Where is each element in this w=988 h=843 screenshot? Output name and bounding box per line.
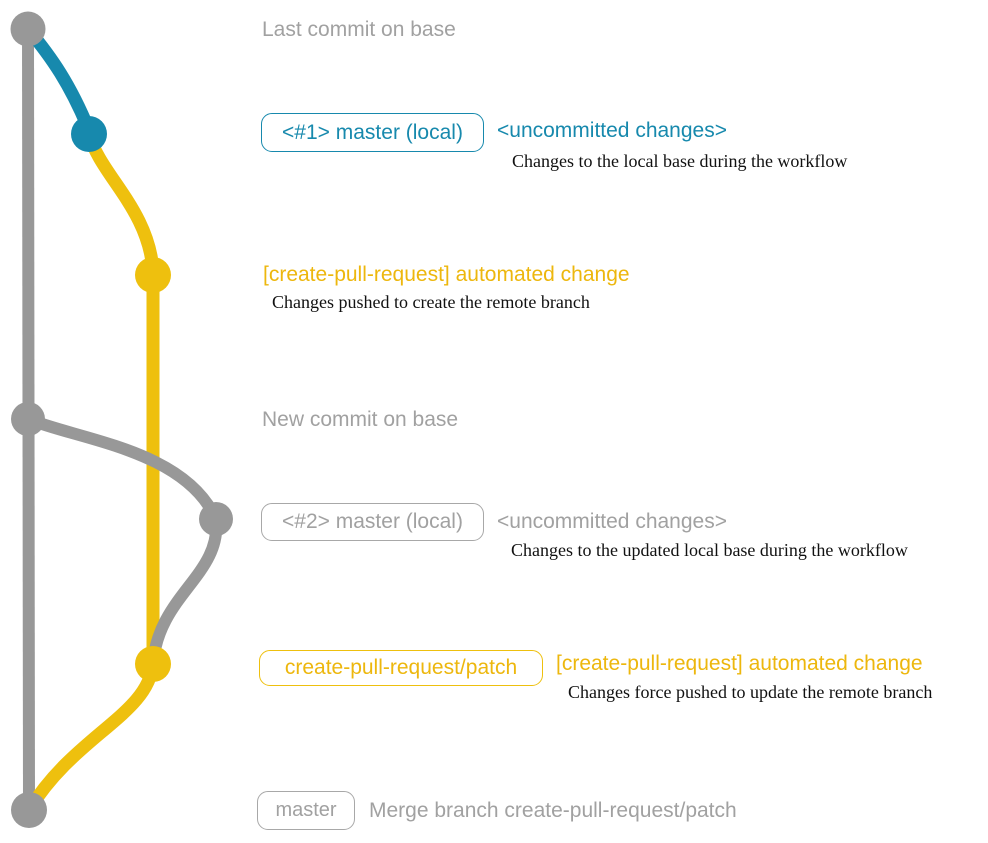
- merge-branch-line: [22, 657, 160, 817]
- rebase-branch-line: [147, 513, 223, 670]
- commit-node-force-push: [135, 646, 171, 682]
- uncommitted-changes-2-label: <uncommitted changes>: [497, 510, 727, 533]
- pull-request-branch-line: [82, 127, 160, 671]
- last-commit-label: Last commit on base: [262, 18, 456, 41]
- commit-node-last-base: [10, 11, 46, 47]
- commit-node-push-1: [135, 257, 171, 293]
- automated-change-2-label: [create-pull-request] automated change: [556, 652, 923, 675]
- force-push-description: Changes force pushed to update the remot…: [568, 682, 933, 702]
- automated-change-1-label: [create-pull-request] automated change: [263, 263, 630, 286]
- master-badge: master: [257, 791, 355, 830]
- master-local-2-badge-text: <#2> master (local): [282, 510, 463, 533]
- patch-branch-badge: create-pull-request/patch: [259, 650, 543, 686]
- commit-node-master-local-1: [71, 116, 107, 152]
- local-branch-line: [21, 22, 96, 137]
- new-commit-label: New commit on base: [262, 408, 459, 431]
- commit-node-merge: [11, 792, 47, 828]
- updated-base-changes-description: Changes to the updated local base during…: [511, 540, 908, 560]
- master-local-1-badge-text: <#1> master (local): [282, 120, 463, 144]
- commit-node-master-local-2: [199, 502, 233, 536]
- master-local-2-badge: <#2> master (local): [261, 503, 484, 541]
- push-create-description: Changes pushed to create the remote bran…: [272, 292, 590, 312]
- master-badge-text: master: [275, 799, 337, 821]
- commit-node-new-base: [11, 402, 45, 436]
- local-base-changes-description: Changes to the local base during the wor…: [512, 151, 848, 171]
- merge-branch-label: Merge branch create-pull-request/patch: [369, 799, 737, 822]
- git-graph: [10, 11, 233, 828]
- patch-branch-badge-text: create-pull-request/patch: [284, 656, 518, 679]
- master-local-1-badge: <#1> master (local): [261, 113, 484, 152]
- updated-base-branch-line: [22, 413, 222, 525]
- uncommitted-changes-1-label: <uncommitted changes>: [497, 119, 727, 142]
